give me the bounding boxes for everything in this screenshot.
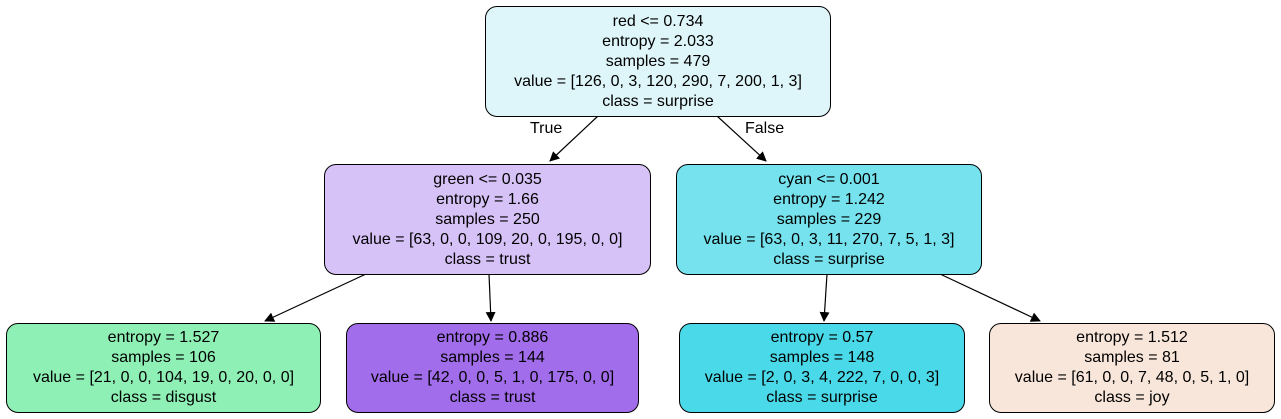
node-entropy: entropy = 0.886 [436,329,549,346]
node-class: class = surprise [602,92,714,110]
node-split: cyan <= 0.001 [778,170,880,188]
edge-left-ll [264,273,367,322]
node-entropy: entropy = 0.57 [770,329,874,346]
edge-root-right [716,115,767,162]
node-samples: samples = 229 [776,210,882,228]
node-value: value = [42, 0, 0, 5, 1, 0, 175, 0, 0] [370,369,615,386]
tree-node-right: cyan <= 0.001 entropy = 1.242 samples = … [676,164,982,275]
tree-leaf-lr: entropy = 0.886 samples = 144 value = [4… [346,323,639,413]
edge-right-rl [819,273,830,322]
edge-right-rr [939,273,1041,322]
node-class: class = trust [444,250,531,268]
tree-leaf-rr: entropy = 1.512 samples = 81 value = [61… [989,323,1275,413]
node-samples: samples = 81 [1084,349,1180,366]
node-value: value = [63, 0, 3, 11, 270, 7, 5, 1, 3] [703,230,955,248]
node-entropy: entropy = 1.527 [107,329,220,346]
edge-label-true: True [530,120,563,137]
node-class: class = trust [449,389,536,406]
node-entropy: entropy = 2.033 [602,32,714,50]
edge-left-lr [485,273,496,322]
node-value: value = [61, 0, 0, 7, 48, 0, 5, 1, 0] [1014,369,1250,386]
edge-label-false: False [745,120,785,137]
tree-node-left: green <= 0.035 entropy = 1.66 samples = … [324,164,651,275]
node-class: class = joy [1094,389,1170,406]
node-value: value = [63, 0, 0, 109, 20, 0, 195, 0, 0… [352,230,623,248]
node-samples: samples = 144 [440,349,545,366]
node-value: value = [126, 0, 3, 120, 290, 7, 200, 1,… [514,72,802,90]
node-entropy: entropy = 1.66 [436,190,539,208]
node-samples: samples = 250 [435,210,540,228]
node-value: value = [21, 0, 0, 104, 19, 0, 20, 0, 0] [32,369,295,386]
node-samples: samples = 106 [111,349,216,366]
node-entropy: entropy = 1.242 [773,190,885,208]
node-samples: samples = 479 [605,52,711,70]
node-class: class = surprise [773,250,885,268]
node-entropy: entropy = 1.512 [1076,329,1188,346]
node-value: value = [2, 0, 3, 4, 222, 7, 0, 0, 3] [704,369,940,386]
node-class: class = surprise [766,389,878,406]
node-class: class = disgust [110,389,217,406]
node-samples: samples = 148 [769,349,875,366]
tree-leaf-rl: entropy = 0.57 samples = 148 value = [2,… [679,323,965,413]
node-split: green <= 0.035 [433,170,542,188]
tree-node-root: red <= 0.734 entropy = 2.033 samples = 4… [485,6,831,117]
node-split: red <= 0.734 [612,12,704,30]
tree-leaf-ll: entropy = 1.527 samples = 106 value = [2… [6,323,321,413]
edge-root-left [549,115,599,162]
